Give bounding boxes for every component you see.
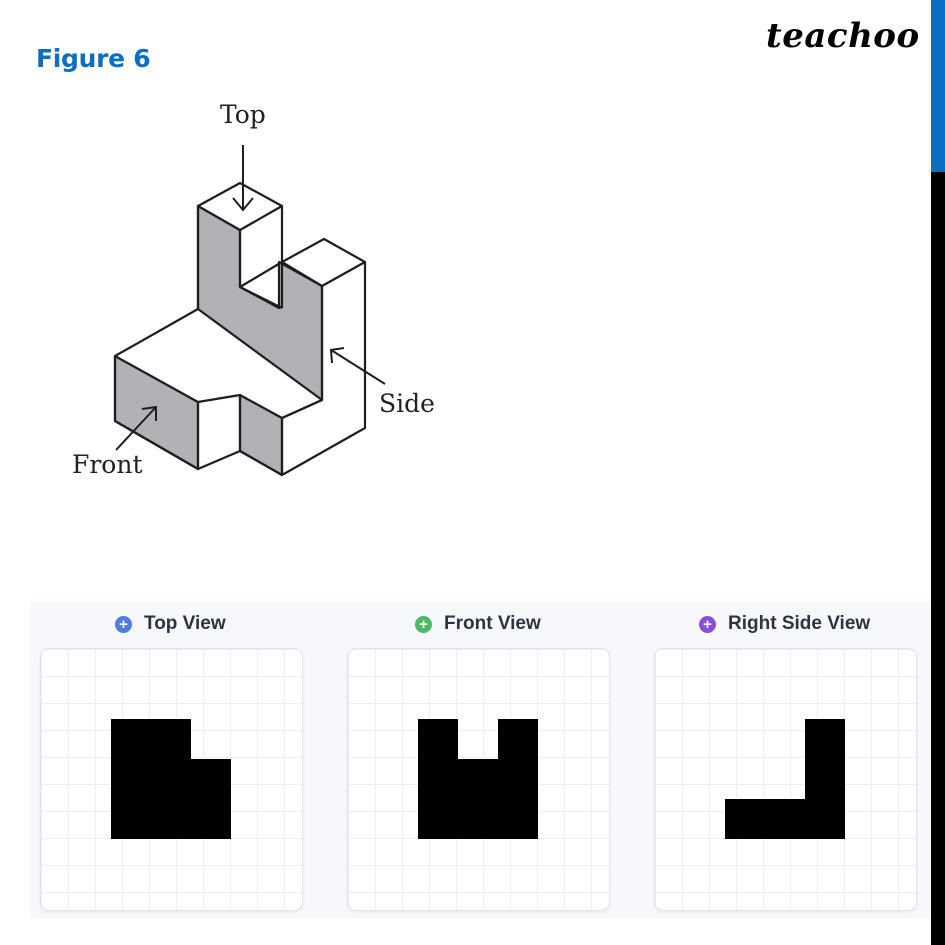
filled-cell: [151, 759, 191, 799]
filled-cell: [765, 799, 805, 839]
plus-circle-icon[interactable]: +: [115, 615, 132, 633]
front-view-label: Front View: [444, 613, 541, 634]
front-view-header: + Front View: [415, 612, 541, 636]
label-front: Front: [72, 450, 143, 479]
top-view-grid[interactable]: [40, 648, 303, 911]
filled-cell: [418, 719, 458, 759]
arrows: [115, 145, 386, 451]
filled-cell: [458, 759, 498, 799]
filled-cell: [418, 759, 458, 799]
scrollbar-thumb[interactable]: [931, 0, 945, 172]
filled-cell: [151, 719, 191, 759]
top-view-label: Top View: [144, 613, 226, 634]
filled-cell: [498, 799, 538, 839]
filled-cell: [498, 759, 538, 799]
filled-cell: [805, 759, 845, 799]
filled-cell: [418, 799, 458, 839]
filled-cell: [111, 759, 151, 799]
plus-circle-icon[interactable]: +: [699, 615, 716, 633]
filled-cell: [458, 799, 498, 839]
top-view-header: + Top View: [115, 612, 226, 636]
filled-cell: [151, 799, 191, 839]
right-side-view-grid[interactable]: [654, 648, 917, 911]
label-side: Side: [379, 389, 435, 418]
teachoo-logo: teachoo: [766, 16, 920, 56]
right-side-view-label: Right Side View: [728, 613, 871, 634]
orthographic-views: + Top View + Front View + Right Side Vie…: [30, 602, 931, 918]
filled-cell: [725, 799, 765, 839]
figure-title: Figure 6: [36, 44, 151, 73]
filled-cell: [805, 799, 845, 839]
plus-circle-icon[interactable]: +: [415, 615, 432, 633]
filled-cell: [111, 799, 151, 839]
right-side-view-header: + Right Side View: [699, 612, 870, 636]
filled-cell: [111, 719, 151, 759]
label-top: Top: [220, 100, 266, 129]
isometric-figure: [113, 145, 386, 477]
filled-cell: [191, 799, 231, 839]
front-view-grid[interactable]: [347, 648, 610, 911]
filled-cell: [805, 719, 845, 759]
scrollbar-track[interactable]: [931, 0, 945, 945]
filled-cell: [191, 759, 231, 799]
filled-cell: [498, 719, 538, 759]
